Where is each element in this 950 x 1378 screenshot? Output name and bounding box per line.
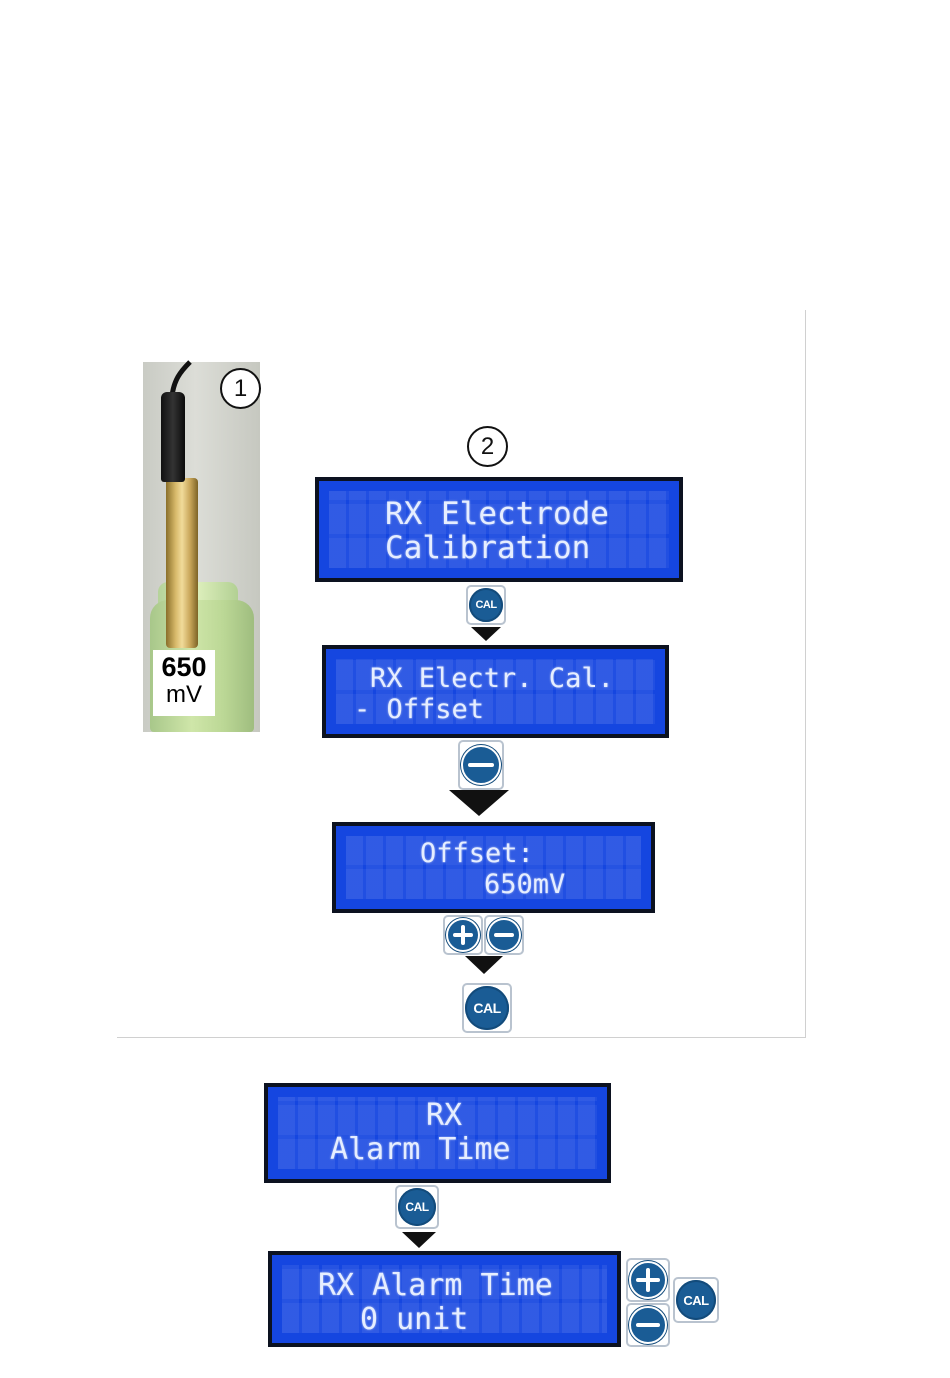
lcd-line-2: Alarm Time [330,1133,607,1167]
minus-button[interactable] [458,740,504,790]
step-one-marker: 1 [220,368,261,409]
lcd-line-1: RX [426,1099,607,1133]
lcd-line-2: 650mV [484,869,651,900]
electrode-body [166,478,198,648]
lcd-line-1: Offset: [420,838,651,869]
probe-value-label: 650 mV [153,650,215,716]
minus-icon [487,918,521,952]
minus-button[interactable] [626,1303,670,1347]
lcd-alarm-value: RX Alarm Time 0 unit [268,1251,621,1347]
down-arrow-icon [449,790,509,816]
cal-button[interactable]: CAL [462,983,512,1033]
step-two-marker: 2 [467,426,508,467]
minus-icon [629,1306,667,1344]
down-arrow-icon [471,627,501,641]
cal-button[interactable]: CAL [466,585,506,625]
probe-value: 650 [153,652,215,682]
lcd-line-2: Calibration [385,531,679,565]
electrode-cap [161,392,185,482]
cal-icon: CAL [469,588,503,622]
plus-icon [629,1261,667,1299]
plus-button[interactable] [443,915,483,955]
cal-icon: CAL [465,986,509,1030]
probe-unit: mV [153,682,215,708]
lcd-offset-menu: RX Electr. Cal. - Offset [322,645,669,738]
minus-icon [461,745,501,785]
cal-icon: CAL [676,1280,716,1320]
cal-button[interactable]: CAL [395,1185,439,1229]
frame-bottom-edge [117,1037,806,1038]
cal-icon: CAL [398,1188,436,1226]
plus-icon [446,918,480,952]
down-arrow-icon [465,956,503,974]
lcd-line-2: 0 unit [360,1303,617,1337]
lcd-offset-value: Offset: 650mV [332,822,655,913]
down-arrow-icon [402,1232,436,1248]
lcd-line-1: RX Electrode [385,497,679,531]
cal-button[interactable]: CAL [673,1277,719,1323]
lcd-line-2: - Offset [354,694,665,725]
minus-button[interactable] [484,915,524,955]
lcd-line-1: RX Electr. Cal. [370,663,665,694]
probe-cable [0,0,950,420]
lcd-alarm-title: RX Alarm Time [264,1083,611,1183]
lcd-line-1: RX Alarm Time [318,1269,617,1303]
plus-button[interactable] [626,1258,670,1302]
lcd-calibration-title: RX Electrode Calibration [315,477,683,582]
